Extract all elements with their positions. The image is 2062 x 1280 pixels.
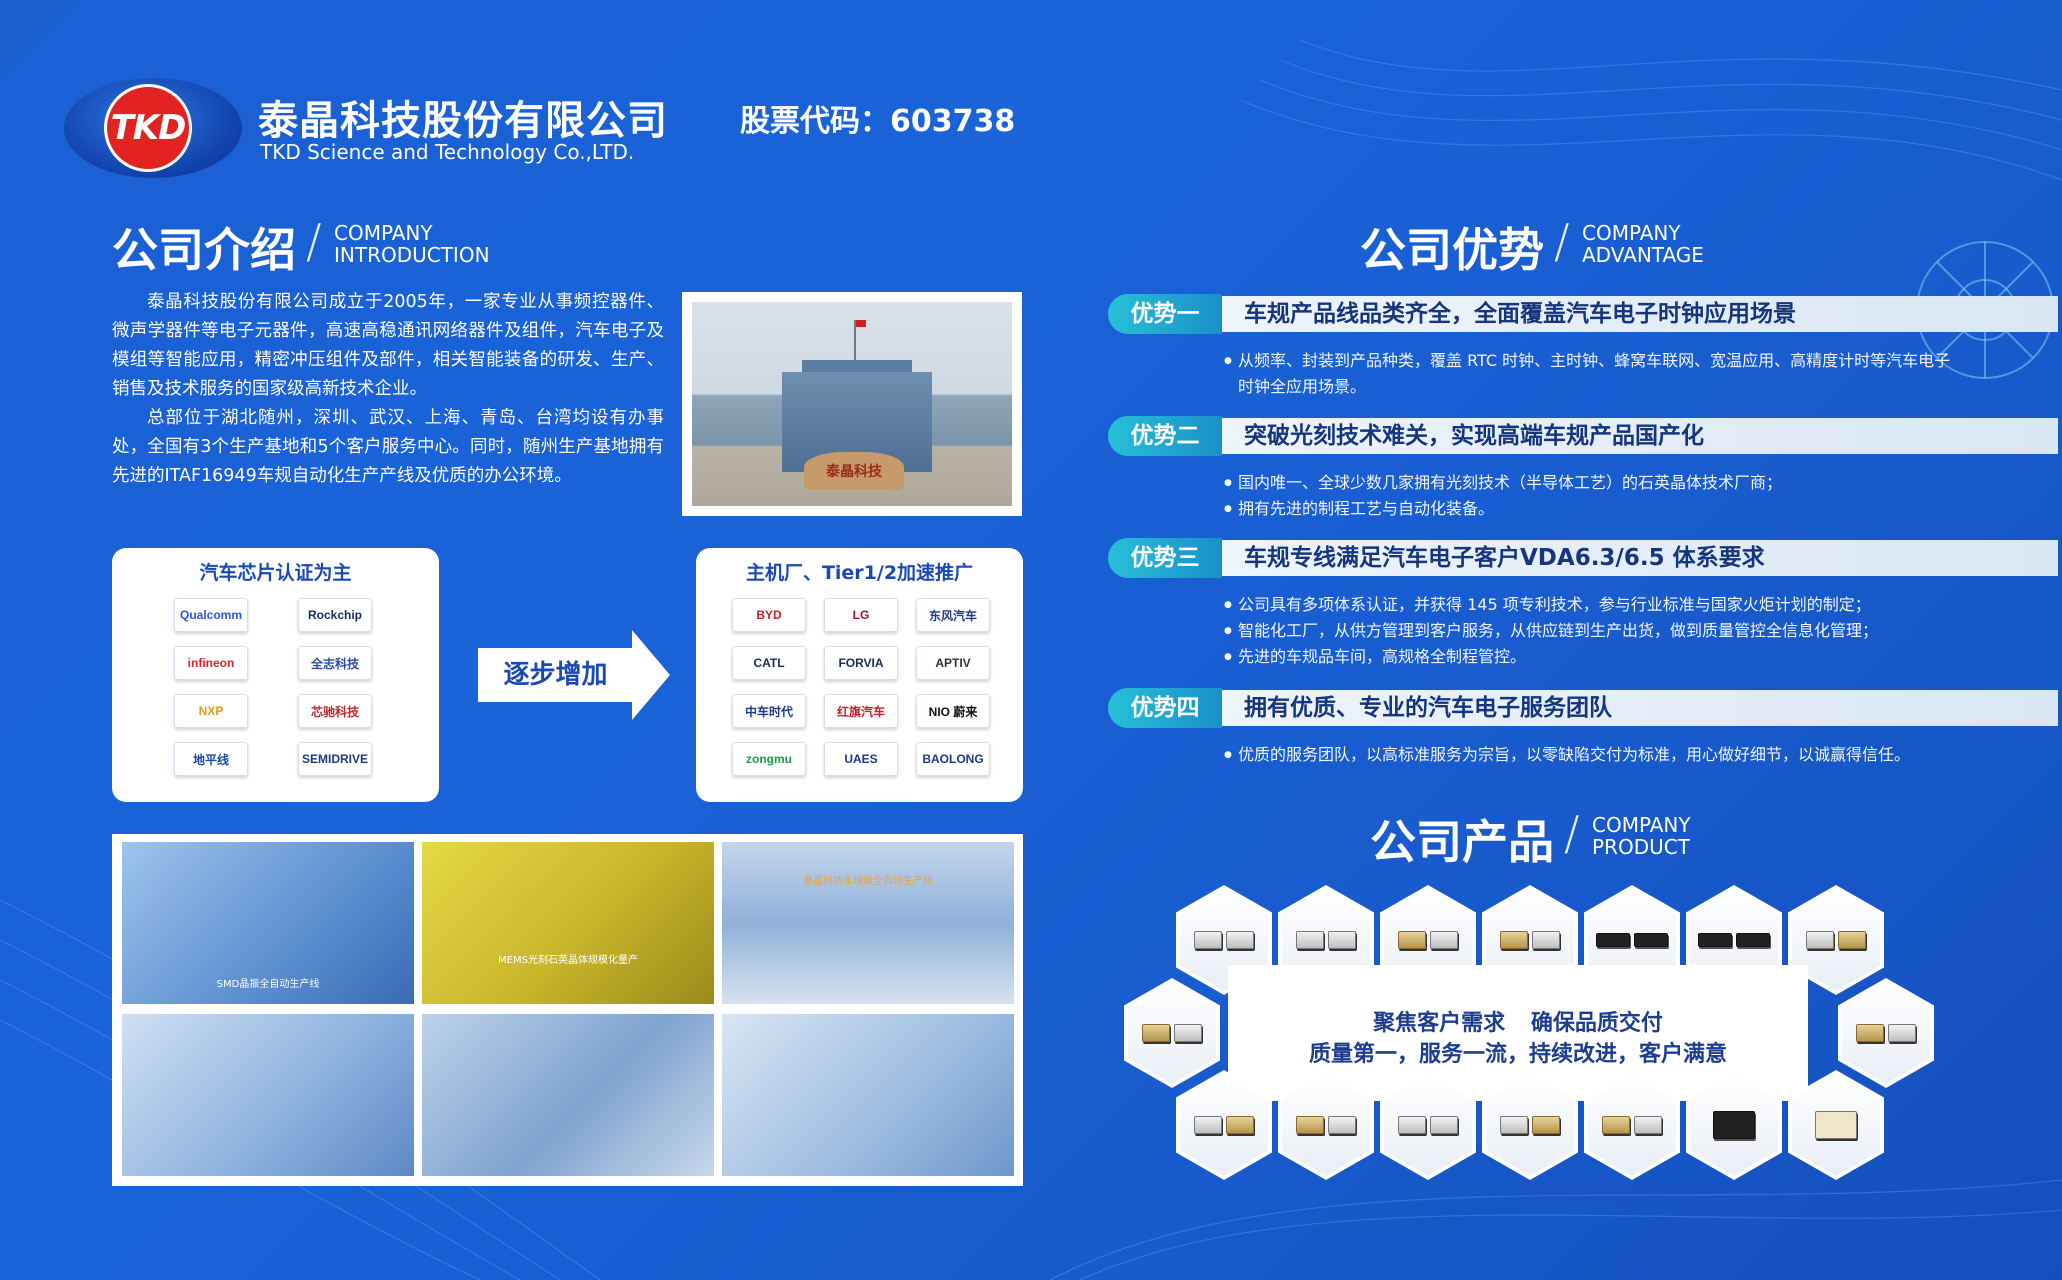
- headquarters-photo: 泰晶科技: [692, 302, 1012, 506]
- advantage-title: 车规专线满足汽车电子客户VDA6.3/6.5 体系要求: [1244, 545, 1765, 571]
- product-title-cn: 公司产品: [1370, 815, 1554, 869]
- advantage-title: 拥有优质、专业的汽车电子服务团队: [1244, 695, 1612, 721]
- intro-title-divider: /: [306, 214, 322, 268]
- advantage-bullet: 优质的服务团队，以高标准服务为宗旨，以零缺陷交付为标准，用心做好细节，以诚赢得信…: [1224, 742, 1964, 768]
- factory-photo: SMD晶振全自动生产线: [122, 842, 414, 1004]
- advantage-item: 优势二 突破光刻技术难关，实现高端车规产品国产化: [1108, 416, 2058, 456]
- advantage-title-cn: 公司优势: [1360, 223, 1544, 277]
- intro-section-header: 公司介绍: [112, 214, 296, 280]
- arrow-label: 逐步增加: [503, 660, 608, 690]
- slogan-line-1: 聚焦客户需求 确保品质交付: [1373, 1011, 1663, 1036]
- advantage-label: 优势四: [1108, 688, 1222, 728]
- building-sign: 泰晶科技: [804, 452, 904, 490]
- factory-photo: MEMS光刻石英晶体规模化量产: [422, 842, 714, 1004]
- advantage-bar: [1222, 690, 2058, 726]
- product-hexagon: [1788, 1070, 1884, 1180]
- logo-nxp: NXP: [174, 694, 248, 728]
- arrow-head-icon: [632, 630, 670, 720]
- advantage-label: 优势二: [1108, 416, 1222, 456]
- advantage-item: 优势四 拥有优质、专业的汽车电子服务团队: [1108, 688, 2058, 728]
- company-name-cn: 泰晶科技股份有限公司: [258, 98, 668, 144]
- chip-panel-title: 汽车芯片认证为主: [199, 562, 352, 584]
- advantage-bar: [1222, 540, 2058, 576]
- logo-nio: NIO 蔚来: [916, 694, 990, 728]
- increase-arrow: [478, 648, 633, 702]
- logo-lg: LG: [824, 598, 898, 632]
- advantage-bullets: 国内唯一、全球少数几家拥有光刻技术（半导体工艺）的石英晶体技术厂商； 拥有先进的…: [1224, 470, 1964, 522]
- advantage-title: 突破光刻技术难关，实现高端车规产品国产化: [1244, 423, 1704, 449]
- photo-caption: 泰晶科技车规级全自动生产线: [803, 876, 933, 887]
- logo-forvia: FORVIA: [824, 646, 898, 680]
- advantage-bullets: 从频率、封装到产品种类，覆盖 RTC 时钟、主时钟、蜂窝车联网、宽温应用、高精度…: [1224, 348, 1964, 400]
- company-logo: TKD: [104, 84, 192, 172]
- advantage-bullet: 公司具有多项体系认证，并获得 145 项专利技术，参与行业标准与国家火炬计划的制…: [1224, 592, 1964, 618]
- product-hexagon: [1176, 1070, 1272, 1180]
- product-hexagon: [1278, 1070, 1374, 1180]
- advantage-bullets: 公司具有多项体系认证，并获得 145 项专利技术，参与行业标准与国家火炬计划的制…: [1224, 592, 1964, 670]
- oem-partners-panel: 主机厂、Tier1/2加速推广 BYD LG 东风汽车 CATL FORVIA …: [696, 548, 1023, 802]
- logo-baolong: BAOLONG: [916, 742, 990, 776]
- advantage-item: 优势三 车规专线满足汽车电子客户VDA6.3/6.5 体系要求: [1108, 538, 2058, 578]
- stock-code: 股票代码：603738: [740, 104, 1016, 139]
- product-hexagon: [1838, 978, 1934, 1088]
- advantage-bullet: 先进的车规品车间，高规格全制程管控。: [1224, 644, 1964, 670]
- slogan-line-2: 质量第一，服务一流，持续改进，客户满意: [1308, 1042, 1727, 1067]
- factory-photo: [122, 1014, 414, 1176]
- product-title-en: COMPANY PRODUCT: [1592, 813, 1691, 859]
- advantage-bullet: 拥有先进的制程工艺与自动化装备。: [1224, 496, 1964, 522]
- product-hexagon: [1380, 1070, 1476, 1180]
- advantage-bullet: 国内唯一、全球少数几家拥有光刻技术（半导体工艺）的石英晶体技术厂商；: [1224, 470, 1964, 496]
- product-hexagon: [1686, 1070, 1782, 1180]
- logo-semidrive: SEMIDRIVE: [298, 742, 372, 776]
- factory-photo: [422, 1014, 714, 1176]
- product-title-divider: /: [1564, 806, 1580, 860]
- advantage-bar: [1222, 418, 2058, 454]
- advantage-bullet: 智能化工厂，从供方管理到客户服务，从供应链到生产出货，做到质量管控全信息化管理；: [1224, 618, 1964, 644]
- photo-caption: MEMS光刻石英晶体规模化量产: [498, 955, 638, 966]
- logo-qualcomm: Qualcomm: [174, 598, 248, 632]
- intro-title-cn: 公司介绍: [112, 223, 296, 277]
- intro-paragraph: 泰晶科技股份有限公司成立于2005年，一家专业从事频控器件、微声学器件等电子元器…: [112, 292, 664, 399]
- logo-catl: CATL: [732, 646, 806, 680]
- logo-uaes: UAES: [824, 742, 898, 776]
- advantage-label: 优势一: [1108, 294, 1222, 334]
- product-hexagon: [1584, 1070, 1680, 1180]
- advantage-title-divider: /: [1554, 214, 1570, 268]
- intro-paragraph: 总部位于湖北随州，深圳、武汉、上海、青岛、台湾均设有办事处，全国有3个生产基地和…: [112, 408, 664, 486]
- advantage-bullets: 优质的服务团队，以高标准服务为宗旨，以零缺陷交付为标准，用心做好细节，以诚赢得信…: [1224, 742, 1964, 768]
- intro-title-en: COMPANY INTRODUCTION: [334, 221, 490, 267]
- oem-panel-title: 主机厂、Tier1/2加速推广: [745, 562, 974, 584]
- advantage-title: 车规产品线品类齐全，全面覆盖汽车电子时钟应用场景: [1244, 301, 1796, 327]
- product-hexagon: [1482, 1070, 1578, 1180]
- logo-rockchip: Rockchip: [298, 598, 372, 632]
- chip-partners-panel: 汽车芯片认证为主 Qualcomm Rockchip infineon 全志科技…: [112, 548, 439, 802]
- product-hexagon: [1124, 978, 1220, 1088]
- logo-infineon: infineon: [174, 646, 248, 680]
- logo-dongfeng: 东风汽车: [916, 598, 990, 632]
- logo-crrc: 中车时代: [732, 694, 806, 728]
- advantage-bar: [1222, 296, 2058, 332]
- factory-photo: [722, 1014, 1014, 1176]
- advantage-title-en: COMPANY ADVANTAGE: [1582, 221, 1704, 267]
- logo-zongmu: zongmu: [732, 742, 806, 776]
- logo-hongqi: 红旗汽车: [824, 694, 898, 728]
- photo-caption: SMD晶振全自动生产线: [216, 979, 320, 990]
- factory-photo-grid: SMD晶振全自动生产线 MEMS光刻石英晶体规模化量产 泰晶科技车规级全自动生产…: [112, 834, 1023, 1186]
- advantage-item: 优势一 车规产品线品类齐全，全面覆盖汽车电子时钟应用场景: [1108, 294, 2058, 334]
- company-name-en: TKD Science and Technology Co.,LTD.: [260, 140, 635, 164]
- logo-allwinner: 全志科技: [298, 646, 372, 680]
- logo-byd: BYD: [732, 598, 806, 632]
- logo-horizon: 地平线: [174, 742, 248, 776]
- intro-text: 泰晶科技股份有限公司成立于2005年，一家专业从事频控器件、微声学器件等电子元器…: [112, 288, 664, 491]
- advantage-bullet: 从频率、封装到产品种类，覆盖 RTC 时钟、主时钟、蜂窝车联网、宽温应用、高精度…: [1224, 348, 1964, 400]
- advantage-label: 优势三: [1108, 538, 1222, 578]
- logo-aptiv: APTIV: [916, 646, 990, 680]
- logo-semidrive-cn: 芯驰科技: [298, 694, 372, 728]
- factory-photo: 泰晶科技车规级全自动生产线: [722, 842, 1014, 1004]
